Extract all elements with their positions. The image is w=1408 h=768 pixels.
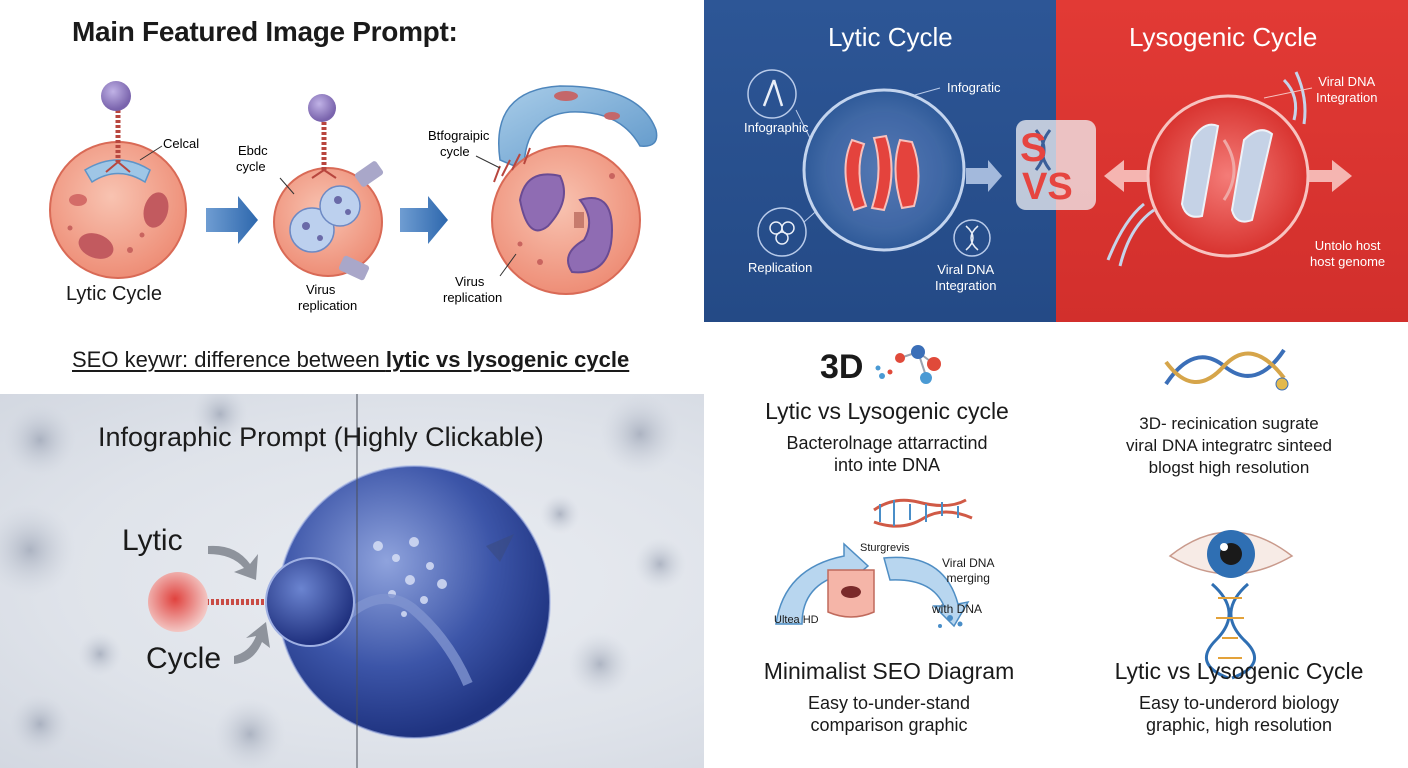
phage-1	[101, 81, 131, 173]
vs-top-letter: S	[1020, 126, 1047, 170]
card-illustrations	[775, 345, 1294, 680]
vs-badge	[1016, 120, 1096, 210]
card3-line2: comparison graphic	[810, 715, 968, 735]
label-celcal: Celcal	[163, 136, 199, 151]
label-replication-1: replication	[298, 298, 357, 313]
lytic-cycle-title: Lytic Cycle	[828, 22, 953, 52]
merging-diagram	[775, 498, 973, 628]
label-virus-1: Virus	[306, 282, 336, 297]
red-particle	[148, 572, 208, 632]
dna-helix-icon	[1164, 348, 1289, 391]
infographic-prompt-title: Infographic Prompt (Highly Clickable)	[98, 422, 544, 452]
comparison-panel: Lytic Cycle Lysogenic Cycle	[704, 0, 1408, 322]
featured-image-title: Main Featured Image Prompt:	[72, 16, 458, 47]
card1-line2: into inte DNA	[833, 455, 941, 475]
arrow-right-icon	[966, 160, 1002, 192]
label-lytic-cycle: Lytic Cycle	[66, 283, 162, 305]
label-cycle-2: cycle	[440, 144, 470, 159]
card4-line2: graphic, high resolution	[1145, 715, 1333, 735]
seo-keyword-bold: lytic vs lysogenic cycle	[385, 347, 630, 372]
card2-line1: 3D- recinication sugrate	[1139, 414, 1319, 433]
label-lytic: Lytic	[122, 524, 183, 557]
seo-keyword-line: SEO keywr: difference between lytic vs l…	[72, 347, 629, 373]
phage-head	[265, 557, 355, 647]
molecule-icon	[875, 345, 941, 384]
lysogenic-cell	[1146, 94, 1310, 258]
host-cell-1	[49, 141, 187, 279]
lytic-cycle-illustration: Celcal Lytic Cycle Ebdc cycle Virus repl…	[49, 81, 658, 313]
card1-line1: Bacterolnage attarractind	[786, 433, 988, 453]
label-ebdc: Ebdc	[238, 143, 268, 158]
card3-ultra-label: Ultea HD	[774, 614, 819, 626]
arrow-icon	[486, 534, 514, 562]
background-particles	[0, 394, 686, 768]
arrow-left-icon	[1104, 160, 1148, 192]
featured-image-panel: Main Featured Image Prompt:	[0, 0, 704, 394]
card4-line1: Easy to-underord biology	[1138, 693, 1340, 713]
card3-title: Minimalist SEO Diagram	[763, 658, 1015, 684]
label-cycle: Cycle	[146, 642, 222, 675]
infographic-prompt-panel: Infographic Prompt (Highly Clickable) Ly…	[0, 394, 704, 768]
vs-bottom-letters: VS	[1022, 166, 1073, 208]
arrow-icon	[234, 622, 270, 664]
arrow-icon	[208, 545, 258, 580]
eye-dna-icon	[1168, 530, 1294, 680]
card2-line3: blogst high resolution	[1148, 458, 1310, 477]
seo-keyword-prefix: SEO keywr: difference between	[72, 347, 386, 372]
arrow-right-icon	[206, 196, 258, 244]
molecule-icon	[757, 207, 807, 257]
card4-title: Lytic vs Lysogenic Cycle	[1114, 658, 1364, 684]
label-btfograipic: Btfograipic	[428, 128, 490, 143]
host-cell-sphere	[278, 466, 550, 738]
curved-arrow-icon	[883, 556, 970, 628]
host-cell-3	[491, 85, 658, 295]
label-replication-2: replication	[443, 290, 502, 305]
label-replication: Replication	[748, 260, 813, 275]
label-infographic: Infographic	[744, 120, 809, 135]
card1-title: Lytic vs Lysogenic cycle	[765, 398, 1009, 424]
card3-arrow-label: Sturgrevis	[860, 542, 910, 554]
arrow-right-icon	[1308, 160, 1352, 192]
badge-3d: 3D	[820, 348, 864, 386]
spikes	[493, 147, 531, 183]
dna-icon	[953, 219, 991, 257]
curved-arrow-icon	[775, 542, 870, 625]
comparison-graphic	[747, 69, 1352, 267]
card2-line2: viral DNA integratrc sinteed	[1126, 436, 1332, 455]
label-virus-2: Virus	[455, 274, 485, 289]
label-cycle-1: cycle	[236, 159, 266, 174]
lysogenic-cycle-title: Lysogenic Cycle	[1129, 22, 1318, 52]
card3-with-label: with DNA	[932, 602, 983, 616]
card3-line1: Easy to-under-stand	[807, 693, 971, 713]
dna-strand-icon	[1106, 202, 1155, 267]
label-infogratic: Infogratic	[947, 80, 1001, 95]
lambda-icon	[747, 69, 797, 119]
arrow-right-icon	[400, 196, 448, 244]
host-cell-2	[273, 161, 384, 281]
variant-cards-panel: 3D Lytic vs Lysogenic cycle Bacterolnage…	[704, 322, 1408, 768]
phage-2	[308, 94, 337, 179]
